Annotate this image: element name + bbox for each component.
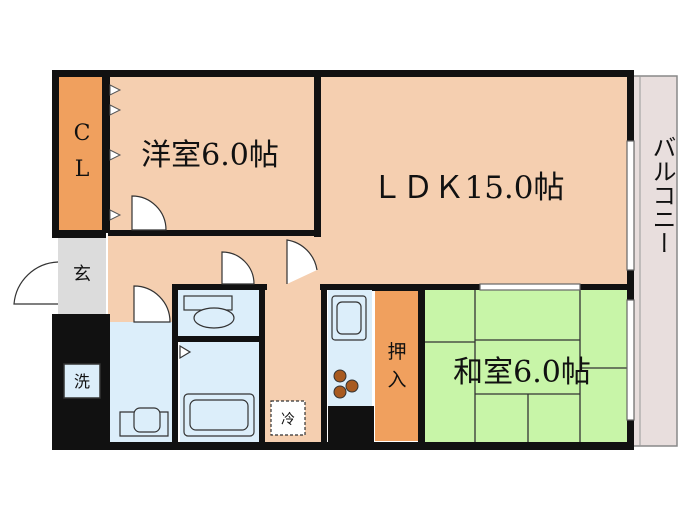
door-swings — [13, 195, 318, 360]
tatami-mats — [425, 290, 633, 442]
hallway — [108, 236, 320, 284]
japanese-room-label: 和室6.0帖 — [453, 355, 591, 390]
washer-box — [63, 363, 101, 399]
ldk-label: ＬＤＫ15.0帖 — [371, 170, 564, 206]
closet-label-1: C — [74, 121, 91, 146]
closet — [58, 77, 108, 233]
bathtub — [183, 393, 255, 437]
windows — [479, 140, 635, 421]
oshiire-label-1: 押 — [387, 341, 406, 363]
entrance — [58, 238, 106, 314]
ldk-room — [320, 77, 633, 285]
sink — [331, 295, 367, 341]
oshiire-label-2: 入 — [387, 369, 406, 391]
fridge-label: 冷 — [281, 412, 295, 428]
closet-label-2: L — [75, 157, 90, 182]
washbasin — [119, 407, 169, 437]
western-room-label: 洋室6.0帖 — [141, 138, 279, 173]
closet-doors — [109, 84, 122, 221]
japanese-room — [425, 290, 633, 442]
washer-label: 洗 — [74, 372, 90, 391]
entrance-label: 玄 — [73, 264, 91, 285]
fridge-box — [270, 400, 306, 436]
stove — [333, 369, 359, 399]
balcony-label: バルコニー — [648, 135, 676, 255]
toilet-fixture — [183, 295, 235, 329]
oshiire — [375, 291, 420, 441]
